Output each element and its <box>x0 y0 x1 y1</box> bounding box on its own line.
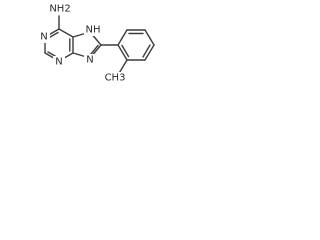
n7-text: NH <box>86 25 101 36</box>
bonds <box>44 15 155 76</box>
n1-label: N <box>38 31 50 43</box>
methyl-label: CH3 <box>104 72 126 84</box>
n9-label: N <box>84 54 96 66</box>
bond-ph-c6-c1 <box>117 44 128 61</box>
bond-ph-c3-c4 <box>144 29 155 46</box>
n3-label: N <box>53 56 65 68</box>
bond-ph-c6-c1-double <box>121 44 130 58</box>
methyl-text: CH3 <box>105 73 126 84</box>
atom-labels: NH2 N N NH N CH3 <box>38 3 126 84</box>
n3-text: N <box>55 57 62 68</box>
bond-ph-c4-c5-double <box>142 44 151 58</box>
bond-c6-c5 <box>58 28 74 38</box>
bond-ph-c1-c2 <box>117 29 128 46</box>
n7-label: NH <box>84 24 102 36</box>
n1-text: N <box>40 32 47 43</box>
n9-text: N <box>86 55 93 66</box>
amino-group-text: NH2 <box>49 4 70 15</box>
molecule-structure: NH2 N N NH N CH3 <box>38 3 155 84</box>
bond-n9-c8-double <box>90 44 99 55</box>
amino-group-label: NH2 <box>49 3 71 15</box>
bond-ph-c4-c5 <box>144 44 155 61</box>
